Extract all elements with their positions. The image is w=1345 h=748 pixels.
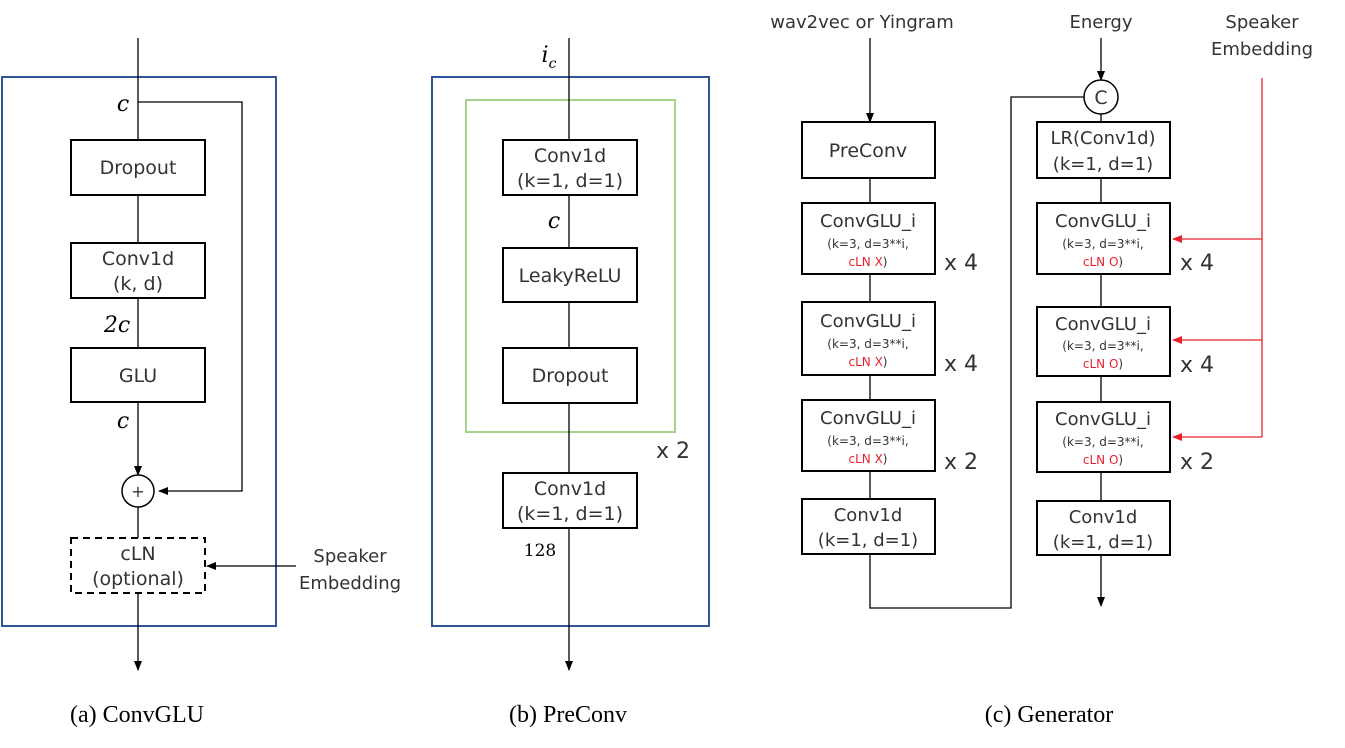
panel-generator: wav2vec or Yingram Energy Speaker Embedd… <box>770 12 1313 728</box>
plus-sign: + <box>131 482 144 501</box>
input-wav2vec-yingram: wav2vec or Yingram <box>770 12 954 33</box>
left-convglu-3-cln: cLN X) <box>849 452 888 466</box>
right-convglu-1-cln: cLN O) <box>1083 255 1123 269</box>
glu-block: GLU <box>70 347 206 403</box>
panel-convglu: c Dropout Conv1d (k, d) 2c GLU c + cLN (… <box>1 38 401 728</box>
cln-optional: (optional) <box>92 568 184 590</box>
concat-label: C <box>1094 87 1107 109</box>
right-convglu-2-params: (k=3, d=3**i, <box>1062 339 1143 353</box>
left-repeat-3: x 2 <box>944 450 978 475</box>
right-conv1d-label: Conv1d <box>1069 507 1138 528</box>
conv1d-params: (k, d) <box>113 273 163 295</box>
input-ic: ic <box>542 43 557 72</box>
dim-c-b: c <box>548 209 560 234</box>
preconv-label: PreConv <box>829 140 907 162</box>
caption-c: (c) Generator <box>985 702 1114 728</box>
dim-c-mid: c <box>117 409 129 434</box>
cln-block: cLN (optional) <box>70 537 206 594</box>
speaker-label-a: Speaker <box>313 546 387 567</box>
left-conv1d-params: (k=1, d=1) <box>818 530 918 551</box>
right-conv1d-block: Conv1d (k=1, d=1) <box>1036 500 1171 556</box>
left-convglu-1-params: (k=3, d=3**i, <box>827 237 908 251</box>
right-repeat-3: x 2 <box>1180 450 1214 475</box>
dropout-block-b: Dropout <box>502 347 638 404</box>
right-repeat-2: x 4 <box>1180 353 1214 378</box>
glu-label: GLU <box>119 365 157 387</box>
left-convglu-2-cln: cLN X) <box>849 355 888 369</box>
left-conv1d-block: Conv1d (k=1, d=1) <box>801 498 936 555</box>
caption-b: (b) PreConv <box>509 702 627 728</box>
right-convglu-block-2: ConvGLU_i (k=3, d=3**i, cLN O) <box>1036 306 1171 377</box>
leakyrelu-label: LeakyReLU <box>519 265 622 287</box>
right-repeat-1: x 4 <box>1180 251 1214 276</box>
dim-128: 128 <box>524 541 556 561</box>
right-convglu-2-title: ConvGLU_i <box>1055 314 1151 335</box>
panel-b-frame <box>431 76 710 627</box>
preconv-conv1d-a: Conv1d (k=1, d=1) <box>502 139 638 196</box>
right-convglu-1-title: ConvGLU_i <box>1055 211 1151 232</box>
right-convglu-block-3: ConvGLU_i (k=3, d=3**i, cLN O) <box>1036 401 1171 473</box>
repeat-x2-b: x 2 <box>656 439 690 464</box>
conv1d-block: Conv1d (k, d) <box>70 242 206 299</box>
conv1d-a-label: Conv1d <box>534 145 606 167</box>
repeat-loop-frame <box>465 99 676 433</box>
right-conv1d-params: (k=1, d=1) <box>1053 532 1153 553</box>
right-convglu-3-title: ConvGLU_i <box>1055 409 1151 430</box>
dropout-block: Dropout <box>70 139 206 196</box>
left-convglu-3-title: ConvGLU_i <box>820 408 916 429</box>
left-convglu-2-title: ConvGLU_i <box>820 311 916 332</box>
concat-node: C <box>1083 79 1119 115</box>
right-convglu-3-cln: cLN O) <box>1083 453 1123 467</box>
conv1d-a-params: (k=1, d=1) <box>517 170 623 192</box>
generator-preconv-block: PreConv <box>801 121 936 179</box>
dropout-label: Dropout <box>100 157 177 179</box>
conv1d-b-label: Conv1d <box>534 478 606 500</box>
dim-c-top: c <box>117 92 129 117</box>
left-convglu-1-title: ConvGLU_i <box>820 211 916 232</box>
speaker-label-c: Speaker <box>1225 12 1299 33</box>
lr-conv1d-block: LR(Conv1d) (k=1, d=1) <box>1036 121 1171 179</box>
left-convglu-block-1: ConvGLU_i (k=3, d=3**i, cLN X) <box>801 202 936 275</box>
panel-a-frame <box>1 76 277 627</box>
left-repeat-1: x 4 <box>944 251 978 276</box>
preconv-conv1d-b: Conv1d (k=1, d=1) <box>502 472 638 529</box>
lr-conv1d-params: (k=1, d=1) <box>1053 154 1153 175</box>
right-convglu-3-params: (k=3, d=3**i, <box>1062 435 1143 449</box>
input-energy: Energy <box>1069 12 1132 33</box>
conv1d-label: Conv1d <box>102 248 174 270</box>
add-node: + <box>121 474 155 508</box>
cln-label: cLN <box>120 543 155 565</box>
conv1d-b-params: (k=1, d=1) <box>517 503 623 525</box>
right-convglu-2-cln: cLN O) <box>1083 357 1123 371</box>
lr-conv1d-label: LR(Conv1d) <box>1050 128 1155 149</box>
left-conv1d-label: Conv1d <box>834 505 903 526</box>
leakyrelu-block: LeakyReLU <box>502 247 638 303</box>
left-convglu-1-cln: cLN X) <box>849 255 888 269</box>
left-convglu-block-3: ConvGLU_i (k=3, d=3**i, cLN X) <box>801 399 936 472</box>
caption-a: (a) ConvGLU <box>70 702 204 728</box>
dropout-b-label: Dropout <box>532 365 609 387</box>
panel-preconv: ic Conv1d (k=1, d=1) c LeakyReLU Dropout… <box>431 38 710 728</box>
left-convglu-block-2: ConvGLU_i (k=3, d=3**i, cLN X) <box>801 301 936 376</box>
left-convglu-2-params: (k=3, d=3**i, <box>827 337 908 351</box>
right-convglu-1-params: (k=3, d=3**i, <box>1062 237 1143 251</box>
embedding-label-a: Embedding <box>299 573 401 594</box>
right-convglu-block-1: ConvGLU_i (k=3, d=3**i, cLN O) <box>1036 202 1171 275</box>
embedding-label-c: Embedding <box>1211 39 1313 60</box>
dim-2c: 2c <box>103 313 130 338</box>
left-repeat-2: x 4 <box>944 352 978 377</box>
left-convglu-3-params: (k=3, d=3**i, <box>827 434 908 448</box>
